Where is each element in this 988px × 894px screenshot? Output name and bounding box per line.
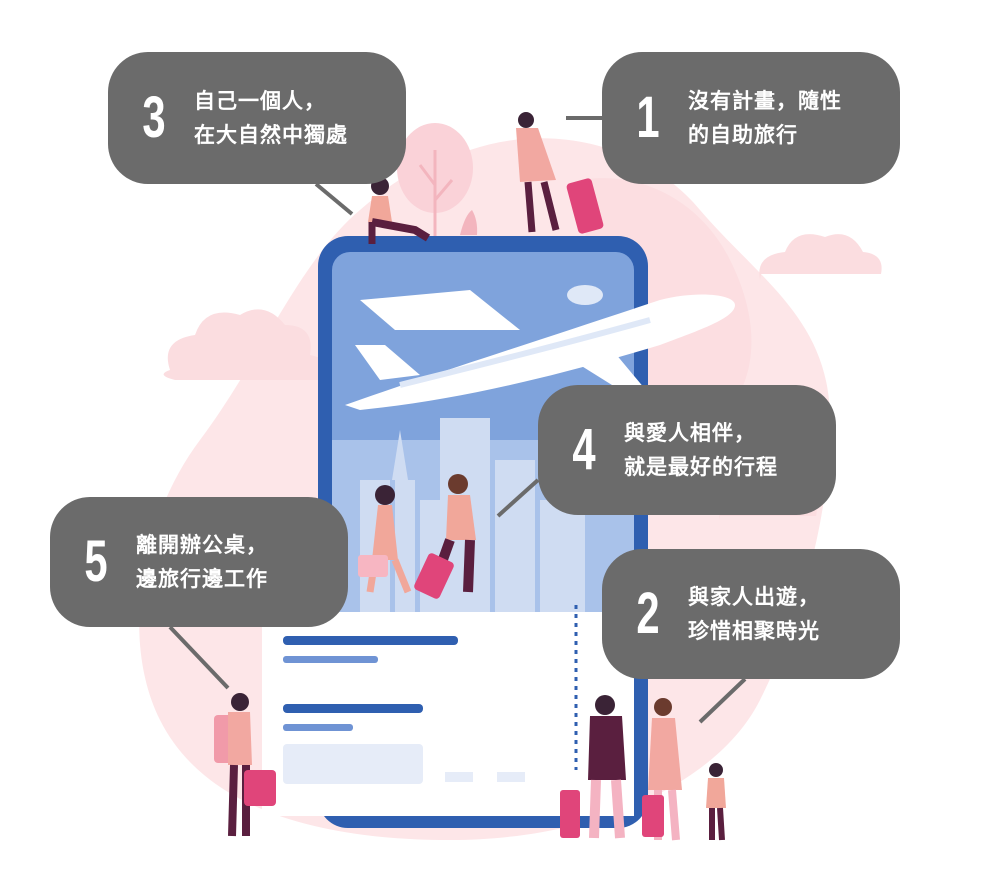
airplane-icon [345,285,735,410]
callout-text: 自己一個人， 在大自然中獨處 [194,84,348,152]
callout-number: 1 [636,85,660,150]
cloud-icon [163,234,882,520]
callout-line: 與愛人相伴， [624,421,756,445]
couple-figures [358,474,476,599]
callout-line: 與家人出遊， [688,585,820,609]
callout-1: 1 沒有計畫，隨性 的自助旅行 [602,52,900,184]
callout-connectors [168,116,747,724]
callout-3: 3 自己一個人， 在大自然中獨處 [108,52,406,184]
callout-text: 與家人出遊， 珍惜相聚時光 [688,580,820,648]
callout-text: 沒有計畫，隨性 的自助旅行 [688,84,842,152]
callout-text: 與愛人相伴， 就是最好的行程 [624,416,778,484]
callout-4: 4 與愛人相伴， 就是最好的行程 [538,385,836,515]
callout-line: 珍惜相聚時光 [688,619,820,643]
callout-number: 4 [572,417,596,482]
callout-line: 離開辦公桌， [136,533,268,557]
callout-line: 自己一個人， [194,89,326,113]
callout-number: 2 [636,581,660,646]
callout-5: 5 離開辦公桌， 邊旅行邊工作 [50,497,348,627]
callout-line: 在大自然中獨處 [194,123,348,147]
callout-line: 邊旅行邊工作 [136,567,268,591]
callout-line: 的自助旅行 [688,123,798,147]
woman-with-suitcase-figure [516,112,604,234]
callout-text: 離開辦公桌， 邊旅行邊工作 [136,528,268,596]
callout-number: 5 [84,529,108,594]
tree-icon [397,123,478,240]
callout-line: 就是最好的行程 [624,455,778,479]
man-with-backpack-figure [214,693,276,837]
callout-2: 2 與家人出遊， 珍惜相聚時光 [602,549,900,679]
callout-line: 沒有計畫，隨性 [688,89,842,113]
family-figures [560,695,726,841]
callout-number: 3 [142,85,166,150]
